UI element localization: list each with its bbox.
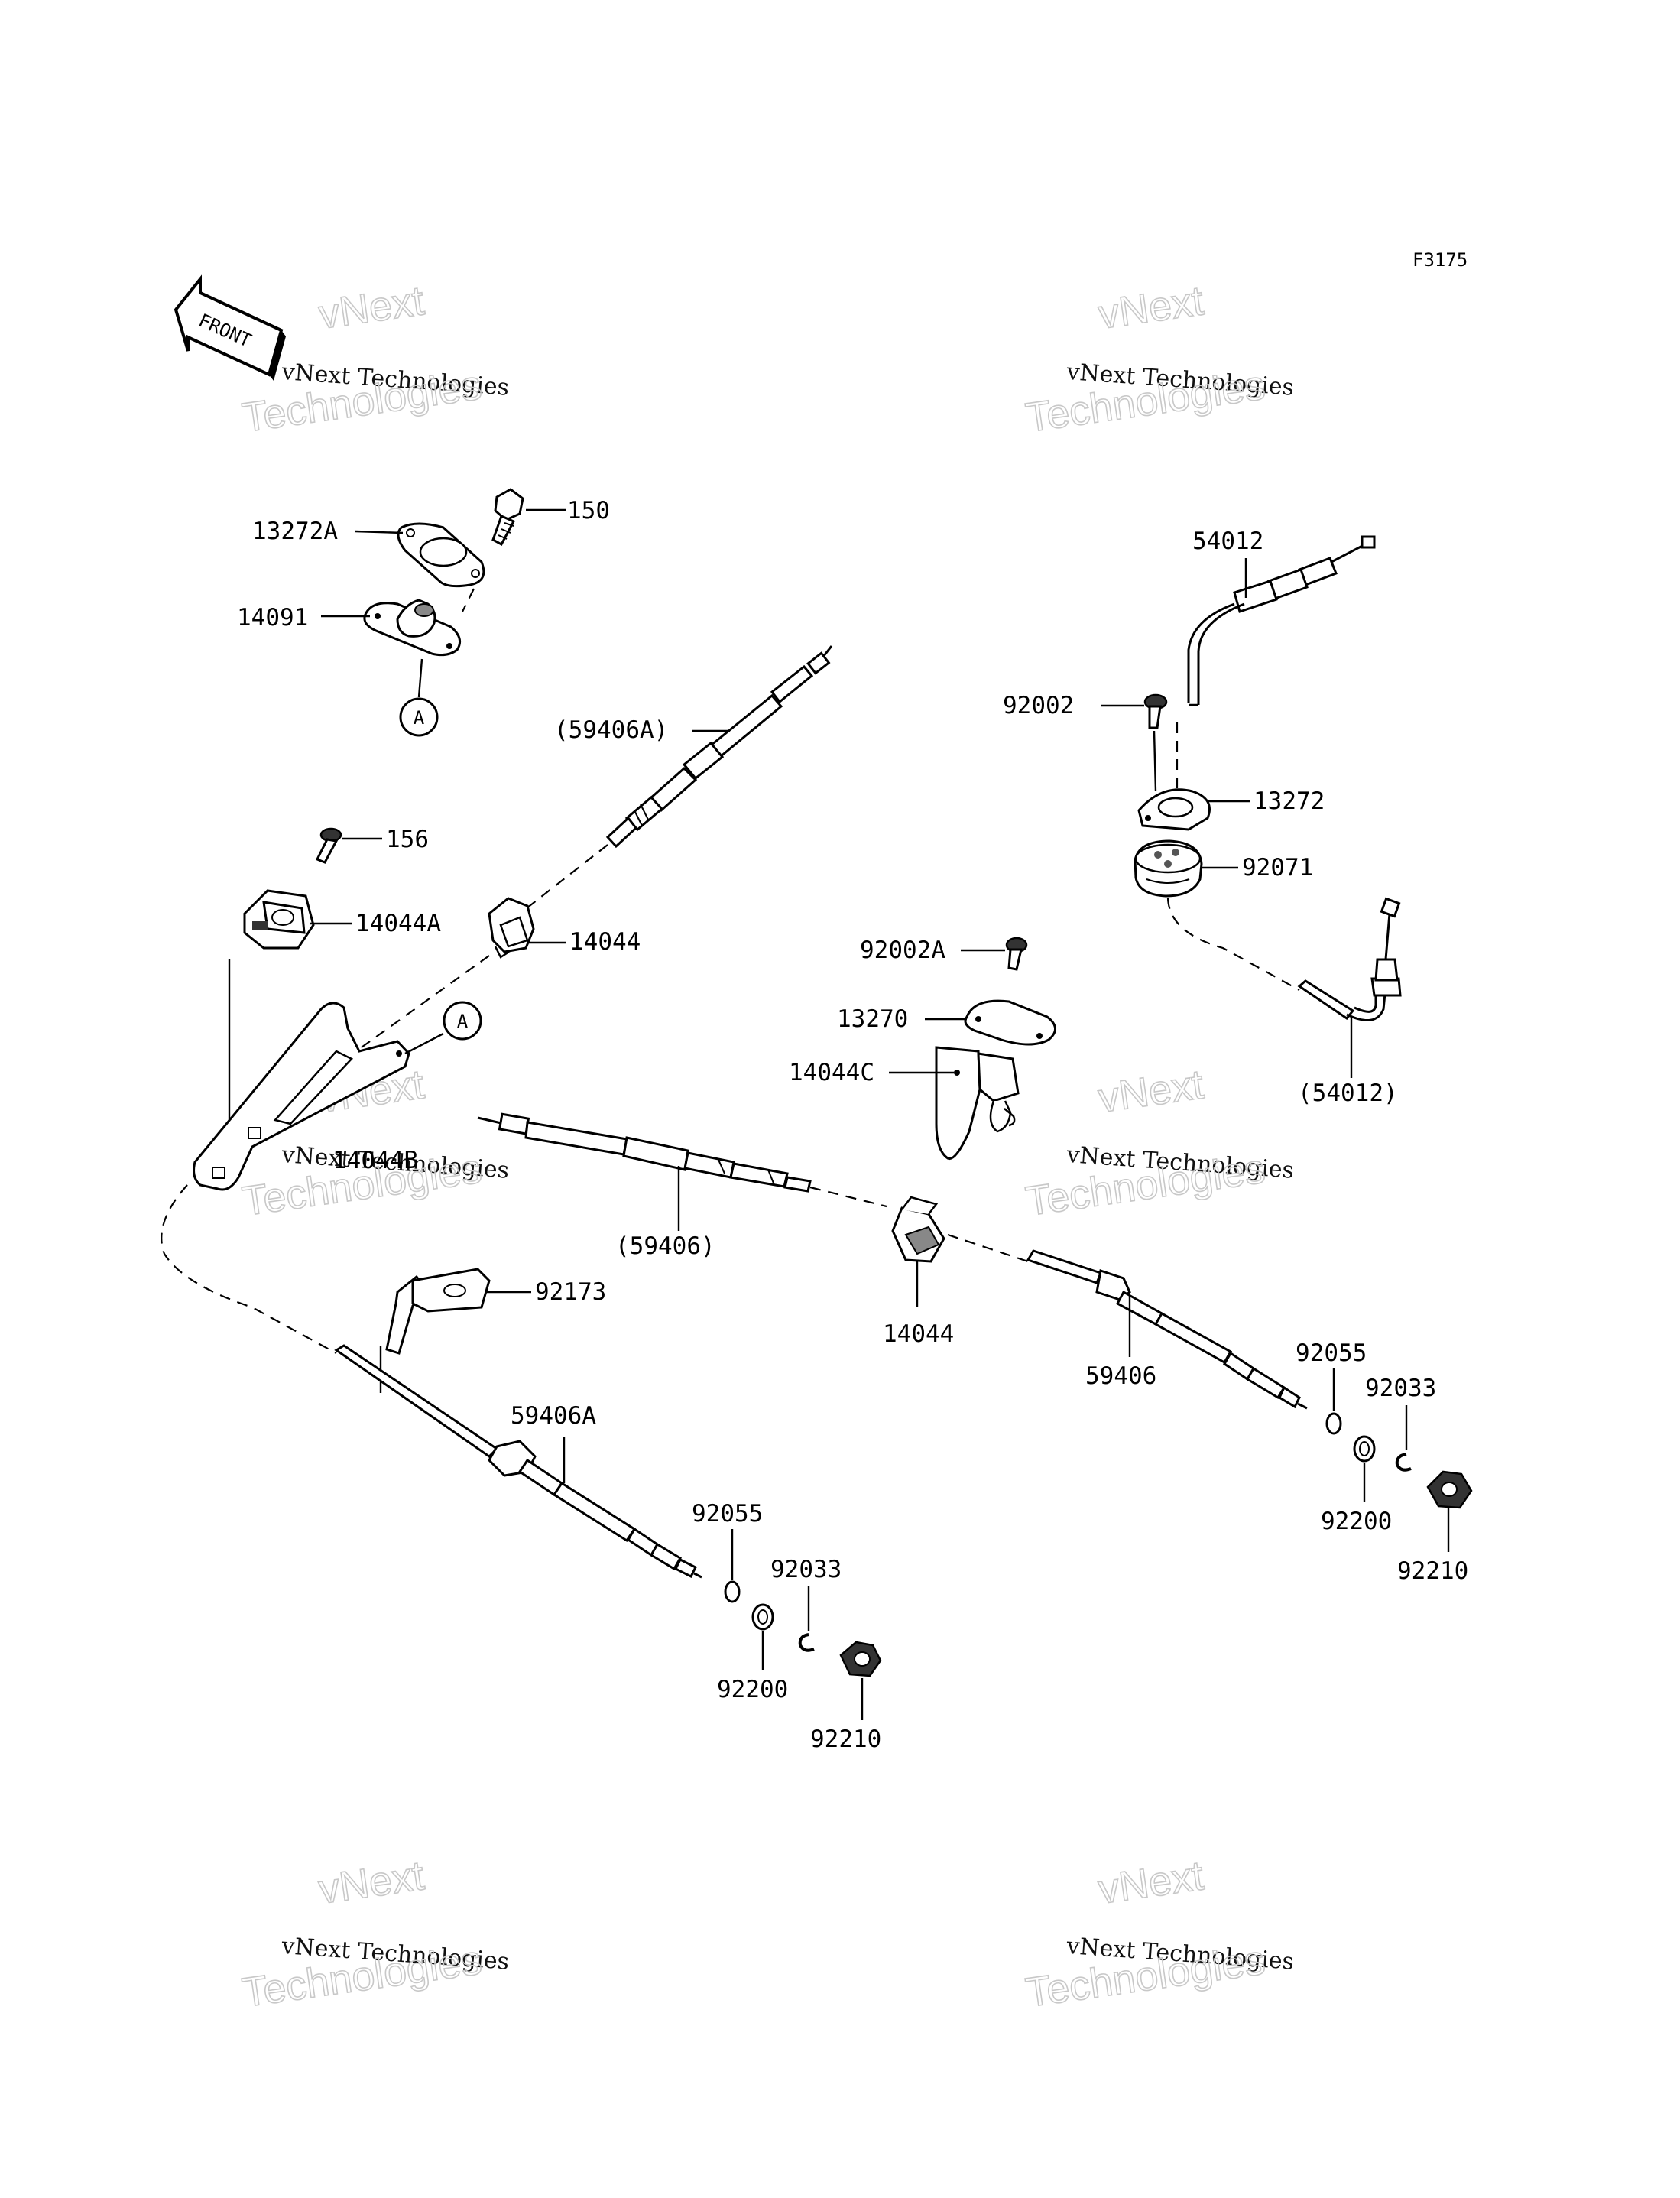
- part-14044B-bracket: [193, 1002, 410, 1191]
- label-92173: 92173: [535, 1278, 606, 1306]
- part-59406A-cable-lower: [334, 1344, 702, 1579]
- label-14044-middle: 14044: [883, 1320, 954, 1348]
- ref-marker-A: A: [443, 1001, 482, 1041]
- label-13270: 13270: [837, 1005, 908, 1033]
- svg-text:vNext: vNext: [1095, 1852, 1206, 1913]
- watermark: vNext: [1095, 277, 1208, 338]
- label-14091: 14091: [237, 604, 308, 631]
- label-92033-left: 92033: [770, 1556, 842, 1583]
- svg-text:A: A: [414, 707, 425, 729]
- part-59406-cable-right: [1026, 1249, 1308, 1410]
- front-arrow-icon: FRONT: [174, 274, 286, 381]
- part-156-bolt: [315, 827, 342, 864]
- part-54012-cable-lower: [1297, 897, 1402, 1021]
- svg-text:vNext: vNext: [1095, 278, 1206, 338]
- label-92210-right: 92210: [1397, 1557, 1468, 1585]
- label-92200-right: 92200: [1321, 1508, 1392, 1535]
- label-59406A: 59406A: [511, 1402, 596, 1430]
- part-92002-bolt: [1143, 693, 1168, 729]
- svg-text:vNext: vNext: [316, 1852, 426, 1913]
- part-14044C-bracket: [935, 1046, 1020, 1161]
- svg-text:A: A: [457, 1011, 469, 1032]
- label-150: 150: [567, 497, 610, 524]
- label-92055-left: 92055: [692, 1500, 763, 1528]
- label-92071: 92071: [1242, 854, 1313, 881]
- label-156: 156: [386, 826, 429, 853]
- part-14044-clip-middle: [891, 1196, 945, 1263]
- part-92002A-bolt: [1005, 937, 1028, 971]
- part-92055-o-ring-left: [724, 1580, 741, 1603]
- part-92210-nut-right: [1426, 1470, 1473, 1509]
- svg-text:vNext: vNext: [316, 278, 426, 338]
- part-92055-o-ring-right: [1325, 1412, 1342, 1435]
- label-92002: 92002: [1003, 692, 1074, 719]
- label-92210-left: 92210: [810, 1726, 881, 1753]
- label-14044B: 14044B: [332, 1147, 418, 1174]
- part-13272-plate: [1137, 788, 1211, 831]
- label-92200-left: 92200: [717, 1676, 788, 1703]
- part-59406-cable-middle: [477, 1112, 812, 1193]
- label-59406-paren: (59406): [615, 1232, 715, 1260]
- part-92071-grommet: [1134, 839, 1203, 898]
- watermark: vNext: [316, 277, 428, 338]
- label-13272: 13272: [1254, 787, 1325, 815]
- label-14044A: 14044A: [355, 910, 441, 937]
- label-59406A-paren: (59406A): [554, 716, 668, 744]
- part-14044-clip-top: [488, 897, 535, 959]
- part-150-bolt: [491, 488, 524, 547]
- part-13270-plate: [964, 999, 1056, 1046]
- part-13272A-gasket: [397, 522, 485, 588]
- svg-text:vNext: vNext: [1095, 1061, 1206, 1122]
- part-59406A-cable-upper: [605, 645, 833, 849]
- watermark: vNext: [316, 1852, 428, 1913]
- part-14091-boot: [363, 599, 462, 657]
- part-92173-clip: [385, 1268, 491, 1355]
- label-92055-right: 92055: [1296, 1339, 1367, 1367]
- label-54012-paren: (54012): [1298, 1080, 1398, 1107]
- label-59406: 59406: [1085, 1362, 1156, 1390]
- label-92033-right: 92033: [1365, 1375, 1436, 1402]
- part-92033-clip-right: [1395, 1453, 1412, 1472]
- label-54012: 54012: [1192, 528, 1263, 555]
- figure-code: F3175: [1412, 249, 1468, 271]
- part-14044A-clamp: [243, 889, 315, 950]
- ref-marker-A: A: [399, 697, 439, 737]
- label-92002A: 92002A: [860, 937, 945, 964]
- label-14044-top: 14044: [569, 928, 641, 956]
- watermark: vNext: [1095, 1060, 1208, 1122]
- label-13272A: 13272A: [252, 518, 338, 545]
- part-92033-clip-left: [798, 1633, 815, 1652]
- watermark: vNext: [1095, 1852, 1208, 1913]
- part-92210-nut-left: [839, 1641, 882, 1677]
- part-54012-cable-top: [1187, 535, 1376, 706]
- label-14044C: 14044C: [789, 1059, 874, 1086]
